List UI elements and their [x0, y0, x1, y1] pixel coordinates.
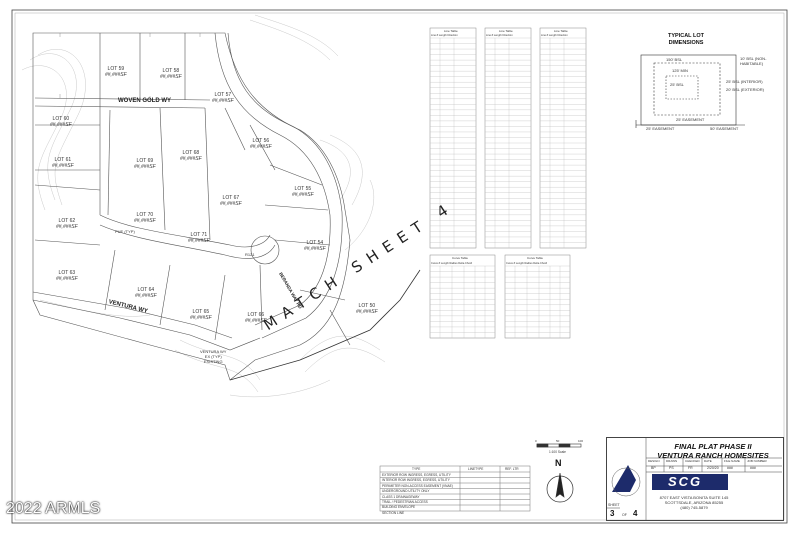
legend-row: INTERIOR ROW INGRESS, EGRESS, UTILITY — [382, 478, 450, 483]
lot-label: LOT 54##,###SF — [304, 240, 326, 252]
curve-table-caption: Curve Table — [452, 256, 468, 260]
line-table-header: Line # Length Direction — [541, 34, 568, 37]
typical-inner-dim: 125' MIN — [672, 68, 688, 73]
scale-bar — [536, 443, 582, 448]
sheet-number: 3 — [610, 509, 615, 518]
typical-top-dim: 150' BSL — [666, 57, 683, 62]
title-block-column-label: JOB NUMBER — [747, 459, 767, 463]
line-table-header: Line # Length Direction — [431, 34, 458, 37]
scale-tick-0: 0 — [535, 439, 537, 443]
title-block-column-value: 2/20/20 — [707, 466, 719, 470]
title-block-column-label: DESIGN — [648, 459, 660, 463]
typical-bsl-interior: 25' BSL (INTERIOR) — [726, 79, 763, 84]
lot-label: LOT 59##,###SF — [105, 66, 127, 78]
lot-lines — [32, 32, 351, 381]
note-pue: PUE (TYP) — [115, 229, 135, 234]
typical-easement-right: 50' EASEMENT — [710, 126, 739, 131]
sheet-total: 4 — [633, 509, 638, 518]
typical-side-dim: 25' BSL — [670, 82, 684, 87]
title-block-column-value: FR — [688, 466, 693, 470]
sheet-label: SHEET — [608, 503, 620, 507]
lot-label: LOT 58##,###SF — [160, 68, 182, 80]
match-line — [229, 269, 421, 381]
legend-header-ref: REF. LTR — [505, 467, 519, 471]
line-table-header: Line # Length Direction — [486, 34, 513, 37]
legend-row: EXTERIOR ROW INGRESS, EGRESS, UTILITY — [382, 473, 451, 477]
typical-easement-bottom: 25' EASEMENT — [676, 117, 705, 122]
typical-bsl-exterior: 20' BSL (EXTERIOR) — [726, 87, 764, 92]
legend-header-linetype: LINETYPE — [468, 467, 484, 471]
typical-lot-detail — [635, 54, 745, 128]
copyright-watermark: 2022 ARMLS — [6, 500, 101, 517]
legend-row: CLASS 1 DRAINAGEWAY — [382, 494, 420, 499]
line-table-caption: Line Table — [444, 29, 458, 33]
title-block-column-value: ### — [750, 466, 756, 470]
title-block-column-value: BP — [651, 466, 656, 470]
note-r121: R121 — [245, 252, 255, 257]
line-table-caption: Line Table — [499, 29, 513, 33]
lot-label: LOT 70##,###SF — [134, 212, 156, 224]
north-arrow-icon — [546, 472, 574, 503]
lot-label: LOT 68##,###SF — [180, 150, 202, 162]
typical-bsl-front: 10' BSL (NON-HABITABLE) — [740, 56, 767, 66]
lot-label: LOT 65##,###SF — [190, 309, 212, 321]
sheet-of: OF — [622, 513, 627, 517]
curve-table-header: Curve # Length Radius Delta Chord — [431, 262, 473, 265]
legend-header-type: TYPE — [412, 467, 421, 471]
line-table-caption: Line Table — [554, 29, 568, 33]
typical-easement-left: 25' EASEMENT — [646, 126, 675, 131]
title-block-column-value: PS — [669, 466, 674, 470]
title-block-column-label: CHECKED — [685, 459, 700, 463]
legend-row: TRAIL / PEDESTRIAN ACCESS — [382, 500, 428, 504]
lot-label: LOT 55##,###SF — [292, 186, 314, 198]
title-block — [606, 437, 784, 521]
scale-label: 1:100 Scale — [549, 450, 566, 454]
lot-label: LOT 56##,###SF — [250, 138, 272, 150]
lot-label: LOT 60##,###SF — [50, 116, 72, 128]
lot-label: LOT 69##,###SF — [134, 158, 156, 170]
company-address: 8707 EAST VISTA BONITA SUITE 145 SCOTTSD… — [659, 495, 729, 510]
north-label: N — [555, 458, 562, 468]
title-block-title: FINAL PLAT PHASE II — [674, 442, 752, 451]
note-ventura: VENTURA WY EX (TYP) EXISTING — [200, 349, 227, 364]
lot-label: LOT 57##,###SF — [212, 92, 234, 104]
lot-label: LOT 71##,###SF — [188, 232, 210, 244]
legend-table — [379, 465, 531, 512]
legend-row: UNDERGROUND UTILITY ONLY — [382, 489, 430, 494]
title-block-column-label: DATE — [704, 459, 712, 463]
line-table-group — [429, 27, 587, 339]
lot-label: LOT 62##,###SF — [56, 218, 78, 230]
lot-label: LOT 50##,###SF — [356, 303, 378, 315]
street-woven-gold: WOVEN GOLD WY — [118, 98, 171, 104]
curve-table-header: Curve # Length Radius Delta Chord — [506, 262, 548, 265]
curve-table-caption: Curve Table — [527, 256, 543, 260]
typical-lot-title: TYPICAL LOT DIMENSIONS — [668, 33, 704, 46]
scale-tick-100: 100 — [578, 439, 584, 443]
legend-row: PERIMETER NON-ACCESS EASEMENT (VNAE) — [382, 483, 453, 488]
scale-tick-50: 50 — [556, 439, 560, 443]
lot-label: LOT 61##,###SF — [52, 157, 74, 169]
title-block-lines — [606, 437, 782, 520]
topo-contours — [21, 14, 386, 398]
dimension-ticks — [59, 33, 201, 100]
sheet-border — [11, 9, 788, 524]
company-logo — [611, 465, 728, 497]
title-block-subtitle: VENTURA RANCH HOMESITES — [657, 451, 769, 460]
title-block-column-label: DRAWN — [666, 459, 678, 463]
legend-row: SECTION LINE — [382, 510, 405, 515]
legend-row: BUILDING ENVELOPE — [382, 505, 416, 510]
title-block-column-value: ### — [727, 466, 733, 470]
lot-label: LOT 64##,###SF — [135, 287, 157, 299]
lot-label: LOT 67##,###SF — [220, 195, 242, 207]
title-block-column-label: FILE NAME — [724, 459, 740, 463]
lot-label: LOT 63##,###SF — [56, 270, 78, 282]
lot-label: LOT 66##,###SF — [245, 312, 267, 324]
company-name: SCG — [668, 474, 703, 489]
